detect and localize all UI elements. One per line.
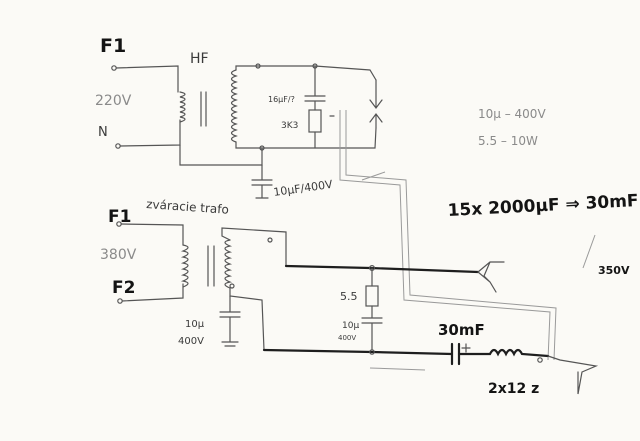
hf-ground-rail	[179, 127, 377, 166]
hf-bottom-wire-a	[235, 141, 263, 149]
label-f1-bottom: F1	[108, 207, 131, 227]
bottom-node	[369, 349, 375, 355]
label-cap-left-v: 400V	[178, 336, 204, 347]
spark-gap-arrow-top	[369, 79, 383, 109]
welder-section	[116, 221, 599, 395]
label-f1-top: F1	[100, 35, 126, 57]
spark-gap-arrow-bottom	[369, 113, 383, 129]
work-terminal	[547, 355, 599, 395]
n-wire	[119, 119, 181, 147]
inductor	[457, 348, 550, 358]
label-380v: 380V	[100, 247, 137, 263]
weld-primary-coil	[180, 244, 189, 288]
label-f2: F2	[112, 278, 135, 298]
label-note-1: 10μ – 400V	[478, 107, 546, 121]
feed-mark	[361, 171, 386, 181]
hf-node-top	[255, 63, 261, 69]
hf-core	[200, 91, 207, 127]
label-n: N	[98, 125, 108, 140]
hf-double-feed	[339, 110, 557, 361]
label-350v: 350V	[598, 264, 630, 277]
main-rail	[284, 264, 480, 274]
label-zvaracie: zváracie trafo	[146, 197, 230, 217]
label-cap-left: 10μ	[185, 319, 205, 330]
resistor-3k3	[308, 109, 322, 133]
f2-wire	[121, 283, 184, 302]
cap-10uf-ground	[251, 164, 273, 199]
feed-line-1	[339, 110, 551, 361]
work-node	[537, 357, 543, 363]
cap-10u-left	[219, 295, 241, 347]
f1-bottom-wire	[120, 223, 184, 246]
label-res-55: 5.5	[340, 290, 358, 303]
f1-wire	[115, 65, 179, 93]
faint-mark	[369, 367, 426, 371]
weld-lower-wire	[229, 287, 265, 351]
weld-top-wire	[221, 227, 287, 267]
cap-plus	[461, 343, 471, 353]
label-hf: HF	[190, 51, 209, 67]
hf-primary-coil	[179, 91, 186, 123]
hf-section	[111, 63, 383, 199]
slash-mark	[582, 234, 596, 269]
weld-core	[207, 245, 215, 287]
label-cap-mid: 10μF/400V	[273, 178, 334, 199]
feed-line-2	[345, 110, 557, 361]
label-note-2: 5.5 – 10W	[478, 134, 538, 148]
label-220v: 220V	[95, 93, 132, 109]
weld-secondary-coil	[224, 239, 233, 289]
label-cap-mid2-v: 400V	[338, 334, 356, 342]
label-cap-mid2: 10μ	[342, 321, 359, 331]
label-30mf: 30mF	[438, 321, 485, 339]
hf-node	[259, 145, 265, 151]
resistor-5-5	[365, 285, 379, 307]
weld-node-b	[229, 283, 235, 289]
label-res-top: 3K3	[281, 121, 298, 131]
labels: F1 HF 220V N 16μF/? 3K3 10μF/400V 10μ – …	[95, 35, 639, 397]
label-inductor: 2x12 z	[488, 381, 539, 397]
label-big-cap: 15x 2000μF ⇒ 30mF	[447, 191, 639, 221]
cap-16uf	[304, 65, 326, 111]
label-cap-top: 16μF/?	[268, 95, 295, 104]
bottom-rail	[262, 348, 454, 356]
electrode-clamp	[477, 261, 505, 293]
cap-10u-mid	[361, 305, 383, 351]
hf-secondary-coil	[230, 69, 238, 143]
weld-node-a	[267, 237, 273, 243]
